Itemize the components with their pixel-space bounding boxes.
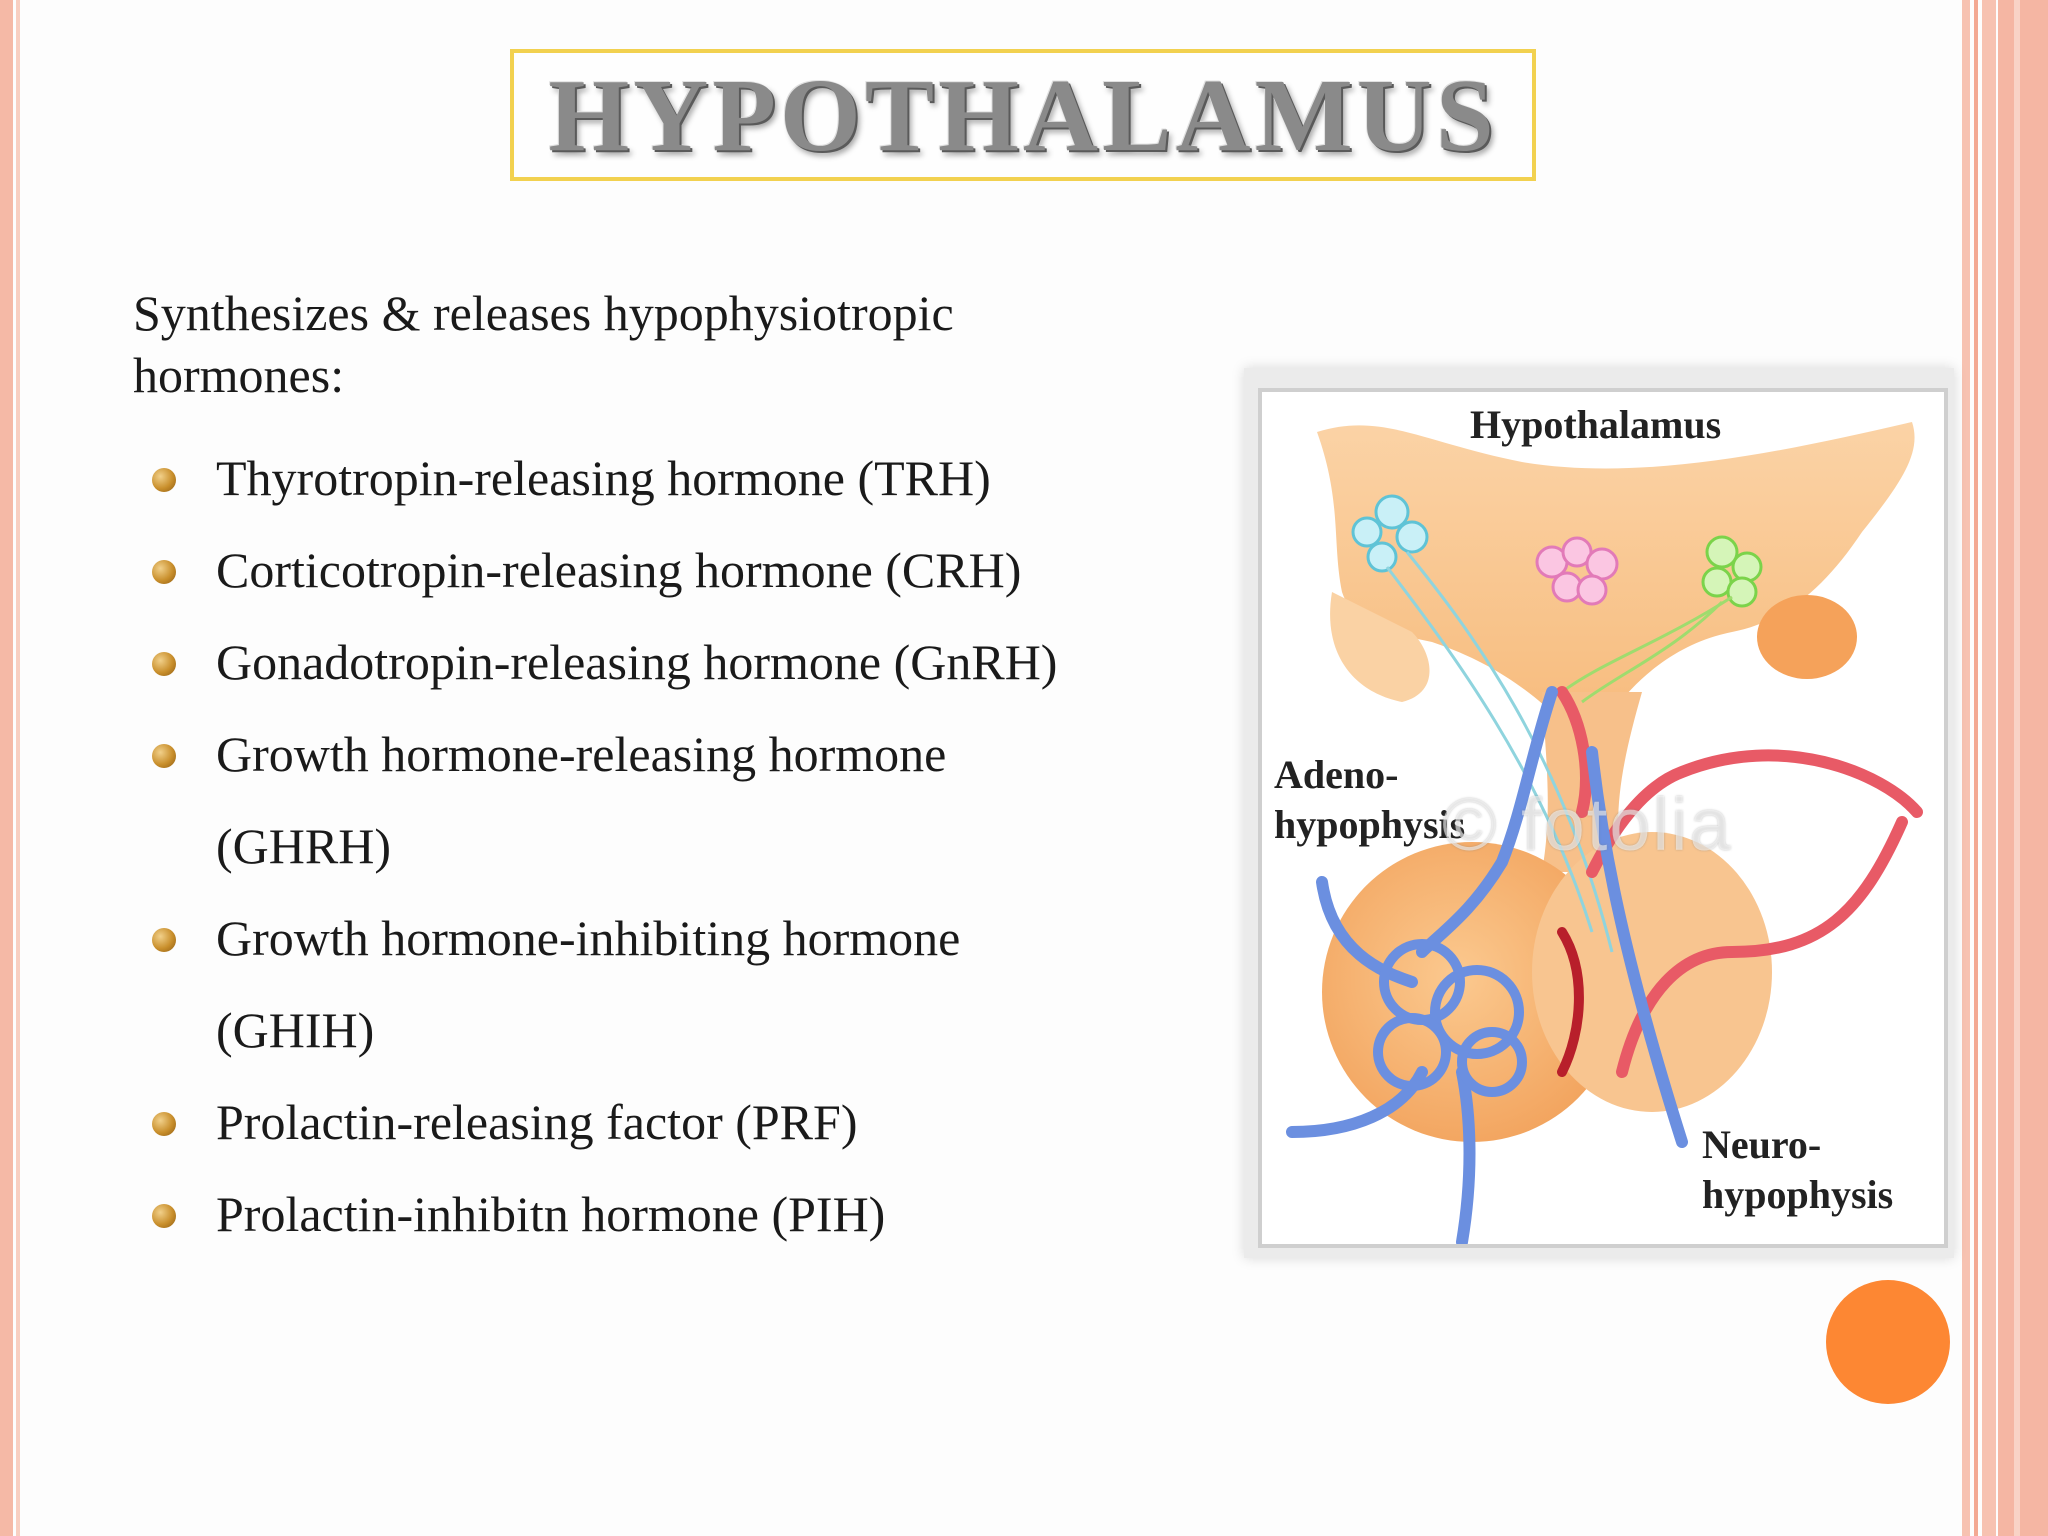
vessel-dark (1557, 927, 1584, 1077)
list-item: Growth hormone-releasing hormone (GHRH) (150, 708, 976, 892)
list-item: Corticotropin-releasing hormone (CRH) (150, 524, 1210, 616)
neuron-cluster-pink (1535, 536, 1619, 606)
label-neurohypophysis-line1: Neuro- (1702, 1122, 1822, 1167)
bullet-icon (152, 652, 176, 676)
left-border-stripe-inner (16, 0, 20, 1536)
axon-paths-green (1561, 595, 1733, 704)
list-item: Prolactin-releasing factor (PRF) (150, 1076, 1210, 1168)
title-box: HYPOTHALAMUS (510, 49, 1536, 181)
accent-circle (1826, 1280, 1950, 1404)
artery-paths (1556, 686, 1923, 1078)
label-neurohypophysis-line2: hypophysis (1702, 1172, 1894, 1217)
list-item-text: Growth hormone-releasing hormone (GHRH) (216, 726, 947, 874)
vein-paths (1286, 686, 1688, 1244)
mammillary-body (1757, 595, 1857, 679)
right-decorative-band (1998, 0, 2048, 1536)
list-item: Prolactin-inhibitn hormone (PIH) (150, 1168, 1210, 1260)
bullet-icon (152, 744, 176, 768)
list-item-text: Prolactin-releasing factor (PRF) (216, 1094, 858, 1150)
list-item: Thyrotropin-releasing hormone (TRH) (150, 432, 1210, 524)
list-item-text: Prolactin-inhibitn hormone (PIH) (216, 1186, 886, 1242)
list-item: Gonadotropin-releasing hormone (GnRH) (150, 616, 1210, 708)
right-band-stripe (1962, 0, 1970, 1536)
list-item-text: Gonadotropin-releasing hormone (GnRH) (216, 634, 1058, 690)
bullet-icon (152, 560, 176, 584)
intro-text: Synthesizes & releases hypophysiotropic … (133, 285, 954, 403)
bullet-icon (152, 1204, 176, 1228)
label-adenohypophysis-line2: hypophysis (1274, 802, 1466, 847)
neurohypophysis-shape (1532, 832, 1772, 1112)
hypothalamus-pituitary-illustration: Hypothalamus Adeno- hypophysis Neuro- hy… (1258, 388, 1948, 1248)
hormone-list: Thyrotropin-releasing hormone (TRH) Cort… (150, 432, 1210, 1260)
left-border-stripe (0, 0, 13, 1536)
label-adenohypophysis-line1: Adeno- (1274, 752, 1399, 797)
slide-title: HYPOTHALAMUS (548, 57, 1498, 173)
right-band-stripe (1982, 0, 1996, 1536)
bullet-icon (152, 1112, 176, 1136)
neuron-cluster-cyan (1351, 494, 1429, 573)
list-item-text: Corticotropin-releasing hormone (CRH) (216, 542, 1022, 598)
list-item-text: Thyrotropin-releasing hormone (TRH) (216, 450, 991, 506)
list-item-text: Growth hormone-inhibiting hormone (GHIH) (216, 910, 961, 1058)
neuron-cluster-green (1701, 535, 1763, 608)
lobe-shape (1330, 592, 1430, 702)
watermark: © fotolia (1442, 783, 1733, 866)
anatomy-drawing (1286, 422, 1923, 1244)
right-band-stripe (1974, 0, 1978, 1536)
bullet-icon (152, 468, 176, 492)
right-band-stripe (2014, 0, 2020, 1536)
list-item: Growth hormone-inhibiting hormone (GHIH) (150, 892, 976, 1076)
bullet-icon (152, 928, 176, 952)
label-hypothalamus: Hypothalamus (1470, 402, 1722, 447)
capillary-network (1373, 939, 1527, 1097)
